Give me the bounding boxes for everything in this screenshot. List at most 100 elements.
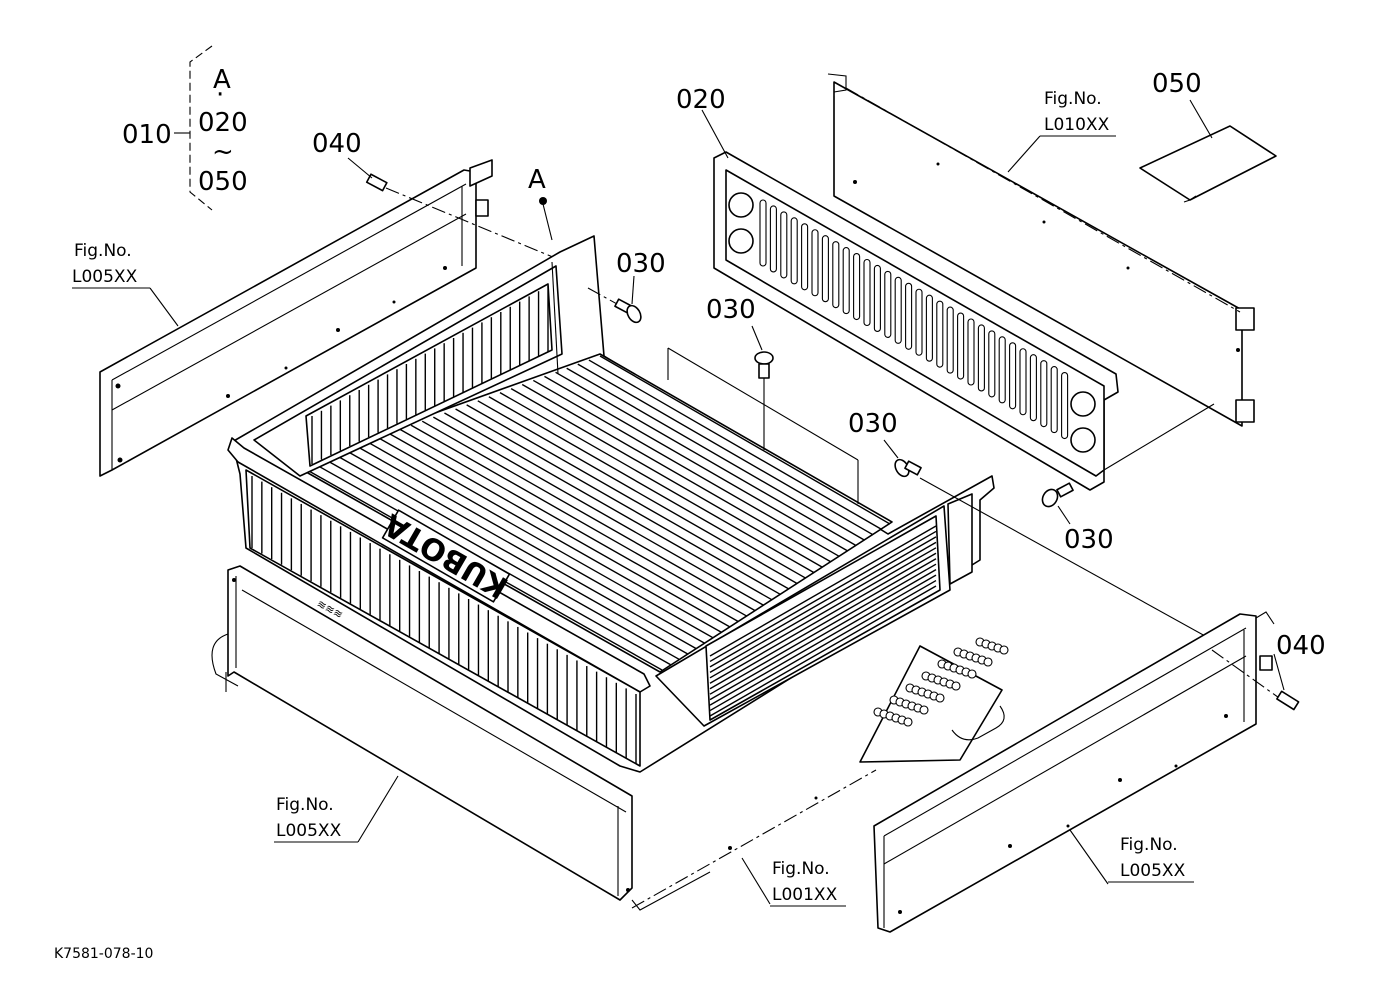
- svg-text:L001XX: L001XX: [772, 885, 838, 905]
- svg-text:Fig.No.: Fig.No.: [772, 859, 830, 879]
- svg-text:L005XX: L005XX: [276, 821, 342, 841]
- leader-rear-panel: [1007, 135, 1041, 173]
- callout-040-left: 040: [312, 129, 362, 159]
- floor-rib: [399, 428, 739, 622]
- tailgate-slot: [873, 264, 881, 333]
- floor-rib: [588, 359, 882, 531]
- right-wall-rib: [709, 579, 937, 712]
- floor-rib: [421, 420, 756, 612]
- tailgate-slot: [780, 211, 788, 279]
- floor-rib: [366, 440, 714, 639]
- right-wall-rib: [709, 552, 937, 684]
- floor-rib: [455, 408, 781, 595]
- callout-020: 020: [676, 85, 726, 115]
- tailgate-slot: [853, 253, 861, 321]
- svg-text:L005XX: L005XX: [72, 267, 138, 287]
- tailgate-slot: [915, 288, 923, 356]
- fig-ref-floor: Fig.No. L001XX: [770, 859, 846, 907]
- tailgate-slot: [925, 294, 933, 362]
- a-marker-dot: [539, 197, 547, 205]
- floor-rib: [377, 436, 722, 633]
- right-side-panel: [873, 611, 1275, 933]
- tailgate-slot: [1029, 354, 1037, 422]
- floor-rib: [466, 404, 790, 590]
- mat-stud: [935, 693, 945, 703]
- left-side-panel: [99, 159, 493, 477]
- a-marker-label: A: [528, 165, 546, 195]
- tailgate-slot: [769, 205, 777, 273]
- svg-text:Fig.No.: Fig.No.: [276, 795, 334, 815]
- tailgate-slot: [811, 229, 819, 297]
- bracket-sep-tilde: ~: [212, 137, 234, 167]
- tailgate-slot: [998, 336, 1006, 404]
- leader-left-panel: [149, 287, 179, 327]
- floor-rib: [444, 412, 773, 601]
- sheet-050: [1139, 125, 1277, 203]
- tailgate-slot: [936, 300, 944, 368]
- svg-text:L005XX: L005XX: [1120, 861, 1186, 881]
- right-wall-ribs: [709, 525, 937, 717]
- tailgate-slot: [832, 241, 840, 309]
- floor-rib: [332, 453, 688, 655]
- leader-front-panel: [357, 775, 399, 843]
- floor-rib: [355, 445, 705, 644]
- tailgate-slot: [821, 235, 829, 303]
- tailgate-slot: [884, 270, 892, 338]
- bolt-030-top: [587, 287, 642, 324]
- mat-stud: [983, 657, 993, 667]
- tailgate-slot: [1009, 342, 1017, 410]
- tailgate-020: [713, 151, 1215, 491]
- mat-stud: [999, 645, 1009, 655]
- svg-text:L010XX: L010XX: [1044, 115, 1110, 135]
- callout-030-bottom: 030: [1064, 525, 1114, 555]
- right-wall-rib: [709, 525, 937, 657]
- tailgate-slots: [759, 199, 1069, 440]
- callout-030-mid: 030: [706, 295, 756, 325]
- callout-030-right: 030: [848, 409, 898, 439]
- bracket-sep-dot: ·: [216, 80, 224, 110]
- tailgate-slot: [894, 276, 902, 344]
- fig-ref-left-panel: Fig.No. L005XX: [72, 241, 150, 289]
- floor-rib: [410, 424, 747, 617]
- bracket-item-a: A: [213, 65, 231, 95]
- tailgate-slot: [790, 217, 798, 285]
- floor-rib: [344, 449, 697, 649]
- tailgate-slot: [759, 199, 767, 267]
- bracket-item-020: 020: [198, 108, 248, 138]
- fig-ref-front-panel: Fig.No. L005XX: [274, 795, 358, 843]
- tailgate-slot: [1050, 366, 1058, 434]
- floor-rib: [599, 355, 891, 525]
- mat-stud: [903, 717, 913, 727]
- floor-mat-texture: [873, 637, 1009, 727]
- floor-rib: [432, 416, 764, 606]
- tailgate-slot: [842, 247, 850, 315]
- right-wall-rib: [709, 569, 937, 701]
- right-wall-rib: [709, 558, 937, 690]
- tailgate-slot: [967, 318, 975, 386]
- callout-040-right: 040: [1276, 631, 1326, 661]
- tailgate-slot: [801, 223, 809, 291]
- right-wall-rib: [709, 530, 937, 663]
- right-wall-rib: [709, 563, 937, 695]
- floor-rib: [532, 379, 840, 558]
- tailgate-slot: [946, 306, 954, 374]
- svg-text:Fig.No.: Fig.No.: [74, 241, 132, 261]
- fig-ref-right-panel: Fig.No. L005XX: [1108, 835, 1194, 883]
- right-wall-rib: [709, 547, 937, 679]
- mat-stud: [951, 681, 961, 691]
- bracket-group: 010 A · 020 ~ 050: [122, 45, 248, 211]
- floor-rib: [388, 432, 730, 628]
- front-face-ribs: [251, 476, 637, 764]
- floor-rib: [321, 457, 680, 660]
- callout-030-top: 030: [616, 249, 666, 279]
- svg-text:Fig.No.: Fig.No.: [1044, 89, 1102, 109]
- mat-stud: [967, 669, 977, 679]
- svg-text:Fig.No.: Fig.No.: [1120, 835, 1178, 855]
- pin-040-left: [365, 173, 561, 261]
- bracket-parent-label: 010: [122, 120, 172, 150]
- front-side-panel: ≋≋≋: [211, 565, 633, 901]
- floor-rib: [577, 363, 874, 536]
- floor-rib: [544, 375, 849, 552]
- bolt-030-right: [894, 458, 1253, 663]
